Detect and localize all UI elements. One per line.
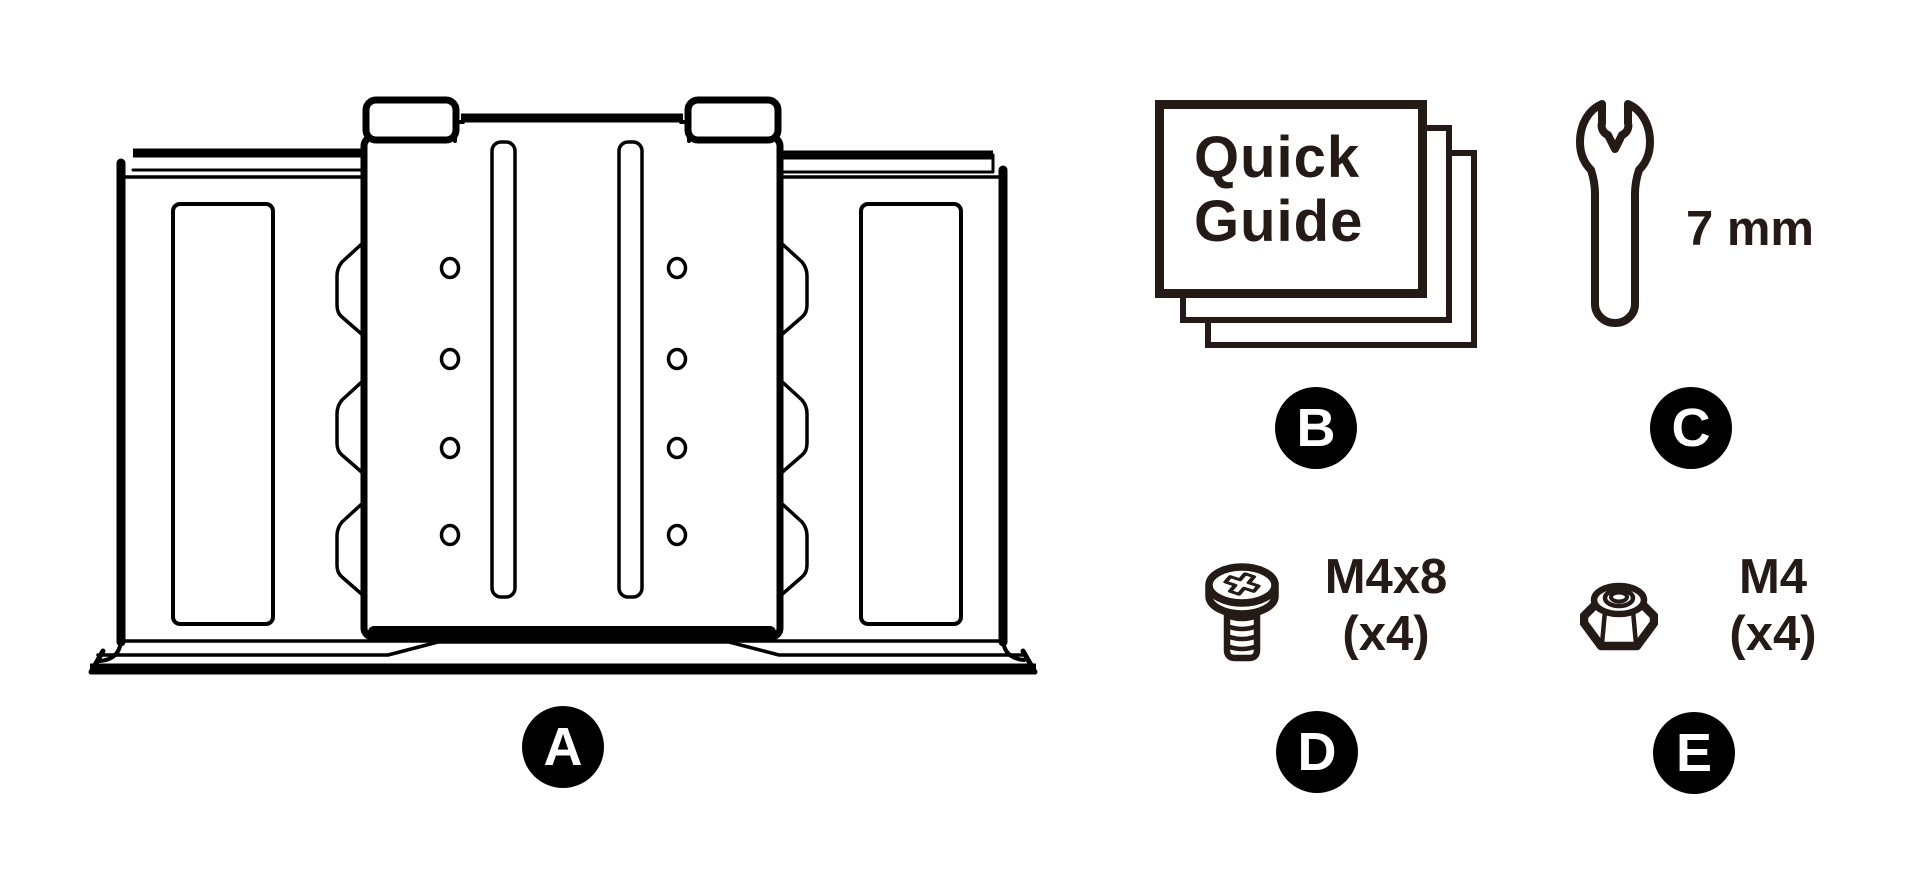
screw-spec-label: M4x8 (x4)	[1324, 550, 1448, 661]
part-b-badge-letter: B	[1296, 398, 1336, 458]
quick-guide-title: Quick Guide	[1194, 125, 1364, 254]
part-a-badge: A	[522, 706, 604, 788]
part-a-badge-letter: A	[543, 717, 583, 777]
bracket-illustration	[88, 96, 1038, 675]
part-d-badge-letter: D	[1297, 722, 1337, 782]
wrench-icon	[1576, 100, 1654, 327]
part-b-badge: B	[1275, 387, 1357, 469]
part-c-badge-letter: C	[1671, 398, 1711, 458]
screw-icon	[1205, 563, 1279, 662]
nut-spec-label: M4 (x4)	[1729, 550, 1817, 661]
part-d-badge: D	[1276, 711, 1358, 793]
part-e-badge: E	[1653, 712, 1735, 794]
wrench-size-label: 7 mm	[1685, 202, 1814, 256]
quick-guide-sheet-front: Quick Guide	[1155, 100, 1427, 298]
part-c-badge: C	[1650, 387, 1732, 469]
part-e-badge-letter: E	[1675, 723, 1713, 783]
quick-guide-icon: Quick Guide	[1155, 100, 1490, 356]
nut-icon	[1580, 582, 1658, 651]
